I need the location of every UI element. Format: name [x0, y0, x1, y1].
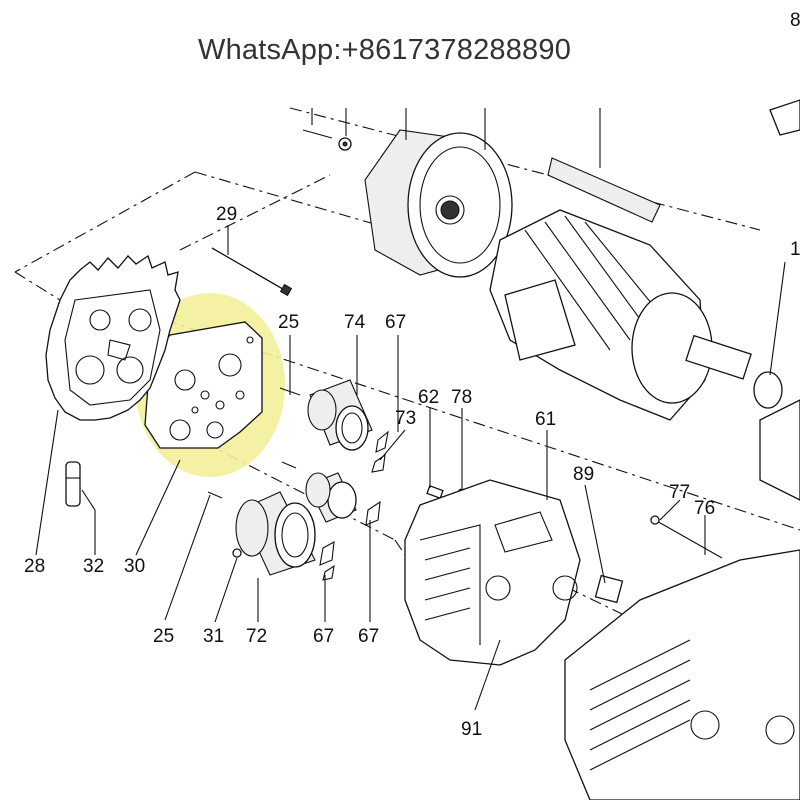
finned-end-plate — [45, 254, 181, 421]
label-62: 62 — [418, 387, 439, 408]
label-8-partial: 8 — [790, 10, 800, 31]
label-29: 29 — [216, 204, 237, 225]
label-61: 61 — [535, 409, 556, 430]
gasket-highlighted — [135, 293, 285, 477]
leader-lines — [35, 225, 786, 711]
label-76: 76 — [694, 498, 715, 519]
label-25-bottom: 25 — [153, 626, 174, 647]
fan-impeller — [364, 129, 513, 278]
label-72: 72 — [246, 626, 267, 647]
electric-motor — [489, 209, 783, 421]
top-bolt-washer — [302, 108, 601, 168]
label-74: 74 — [344, 312, 366, 333]
whatsapp-watermark: WhatsApp:+8617378288890 — [198, 34, 572, 66]
filter-cartridge-74 — [307, 379, 373, 451]
tie-rod — [211, 247, 293, 297]
label-91: 91 — [461, 719, 482, 740]
dowel-pin — [65, 461, 81, 507]
label-31: 31 — [203, 626, 224, 647]
filter-cartridge-small — [305, 472, 357, 523]
label-28: 28 — [24, 556, 45, 577]
front-cover — [564, 99, 800, 801]
pump-housing — [404, 479, 581, 666]
label-77: 77 — [669, 482, 690, 503]
label-78: 78 — [451, 387, 472, 408]
filter-cartridge-72 — [235, 491, 316, 576]
label-67-bottom-left: 67 — [313, 626, 334, 647]
label-30: 30 — [124, 556, 145, 577]
label-1-partial: 1 — [790, 239, 800, 260]
label-89: 89 — [573, 464, 594, 485]
label-67-bottom-right: 67 — [358, 626, 379, 647]
part-labels: 29 25 74 67 73 62 78 61 89 77 76 28 32 3… — [24, 10, 800, 740]
label-73: 73 — [395, 408, 416, 429]
label-25-top: 25 — [278, 312, 299, 333]
key-bar — [547, 157, 661, 223]
label-32: 32 — [83, 556, 104, 577]
label-67-top: 67 — [385, 312, 406, 333]
